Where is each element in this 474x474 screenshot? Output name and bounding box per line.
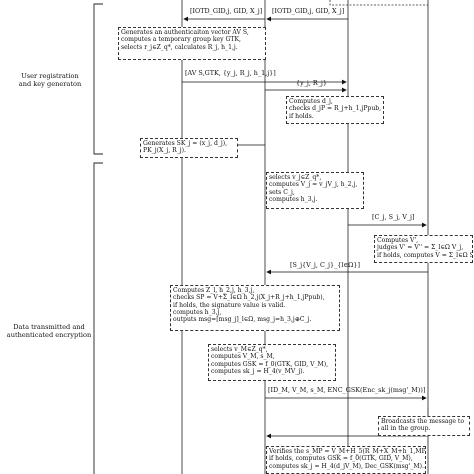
- process-box-7: selects v_M∈Z_q*, computes V_M, s_M, com…: [208, 344, 336, 381]
- process-box-6: Computes Z_l, h_2,j, h_3,j, checks SP = …: [170, 285, 340, 331]
- process-box-3: Generates SK_j = (x_j, d_j), PK_j(X_j, R…: [140, 138, 238, 158]
- top-box-edge: [329, 0, 428, 6]
- message-1-label: [IOTD_GID,j, GID, X_j]: [272, 7, 345, 15]
- process-box-2: Computes d_j, checks d_jP = R_j+h_1,jPpu…: [286, 96, 384, 124]
- message-0-label: [IOTD_GID,j, GID, X_j]: [190, 7, 263, 15]
- message-3-label: {y_j, R_j}: [296, 79, 327, 87]
- message-5-label: [S_j{V_j, C_j}_{l∈Ω}]: [290, 261, 360, 269]
- brace-registration: [93, 3, 103, 155]
- message-2-label: [AV S,GTK, {y_j, R_j, h_1,j}]: [185, 69, 276, 77]
- phase-label-registration: User registration and key generaton: [18, 72, 82, 89]
- process-box-9: Verifies the s_MP = V_M+H_5(R_M+X_M+h_1,…: [266, 446, 426, 474]
- message-6-label: [ID_M, V_M, s_M, ENC_GSK(Enc_sk_j(msg'_M…: [268, 386, 426, 394]
- brace-transmission: [93, 162, 103, 474]
- message-4-label: [C_j, S_j, V_j]: [372, 213, 415, 221]
- process-box-4: selects v_j∈Z_q*, computes V_j = v_jV_j,…: [266, 172, 364, 209]
- process-box-5: Computes V', judges V' = V'' = Σ_l∈Ω V_j…: [374, 235, 473, 263]
- process-box-1: Generates an authenticaiton vector AV S,…: [118, 27, 266, 60]
- phase-label-transmission: Data transmitted and authenticated encry…: [6, 323, 92, 340]
- process-box-8: Broadcasts the message to all in the gro…: [378, 416, 470, 436]
